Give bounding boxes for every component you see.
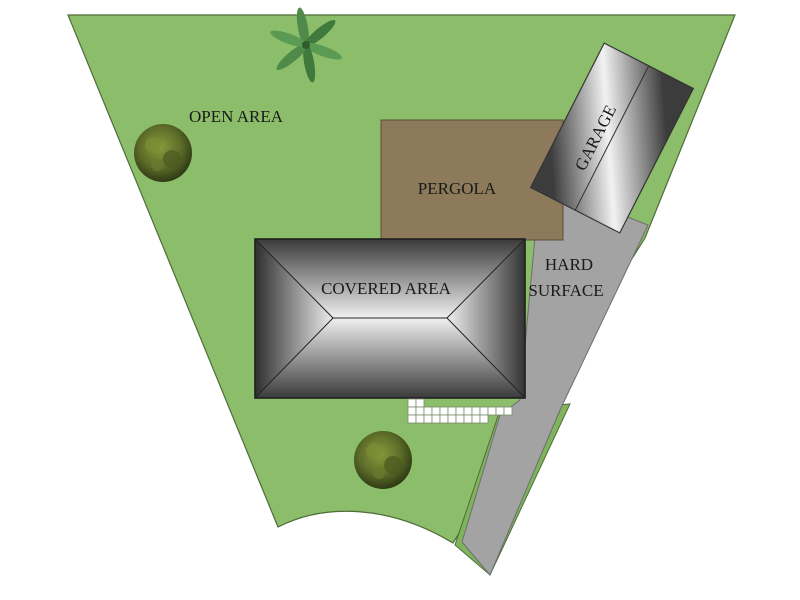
paver-icon: [479, 414, 489, 424]
paver-icon: [463, 414, 473, 424]
garage: [529, 42, 695, 234]
paver-icon: [447, 406, 457, 416]
shrub-icon: [134, 124, 192, 182]
paver-icon: [455, 406, 465, 416]
paver-icon: [423, 414, 433, 424]
paver-icon: [431, 406, 441, 416]
paver-icon: [463, 406, 473, 416]
paver-icon: [503, 406, 513, 416]
paver-icon: [407, 398, 417, 408]
hard-surface-label-line2: SURFACE: [528, 281, 603, 300]
palm-icon: [270, 7, 342, 83]
pergola: [380, 119, 564, 241]
paver-icon: [455, 414, 465, 424]
paver-icon: [471, 406, 481, 416]
pavers: [407, 398, 513, 424]
paver-icon: [415, 414, 425, 424]
paver-icon: [423, 406, 433, 416]
paver-icon: [471, 414, 481, 424]
paver-icon: [439, 414, 449, 424]
open-area-label: OPEN AREA: [189, 107, 284, 126]
covered-area-roof: [254, 238, 526, 399]
paver-icon: [439, 406, 449, 416]
paver-icon: [407, 406, 417, 416]
paver-icon: [407, 414, 417, 424]
hard-surface: [461, 182, 649, 576]
paver-icon: [495, 406, 505, 416]
paver-icon: [415, 398, 425, 408]
paver-icon: [415, 406, 425, 416]
paver-icon: [431, 414, 441, 424]
garage-ridge-line: [574, 65, 650, 211]
hard-surface-label-line1: HARD: [545, 255, 593, 274]
paver-icon: [479, 406, 489, 416]
pergola-label: PERGOLA: [418, 179, 497, 198]
shrub-icon: [354, 431, 412, 489]
paver-icon: [447, 414, 457, 424]
paver-icon: [487, 406, 497, 416]
covered-area-label: COVERED AREA: [321, 279, 452, 298]
